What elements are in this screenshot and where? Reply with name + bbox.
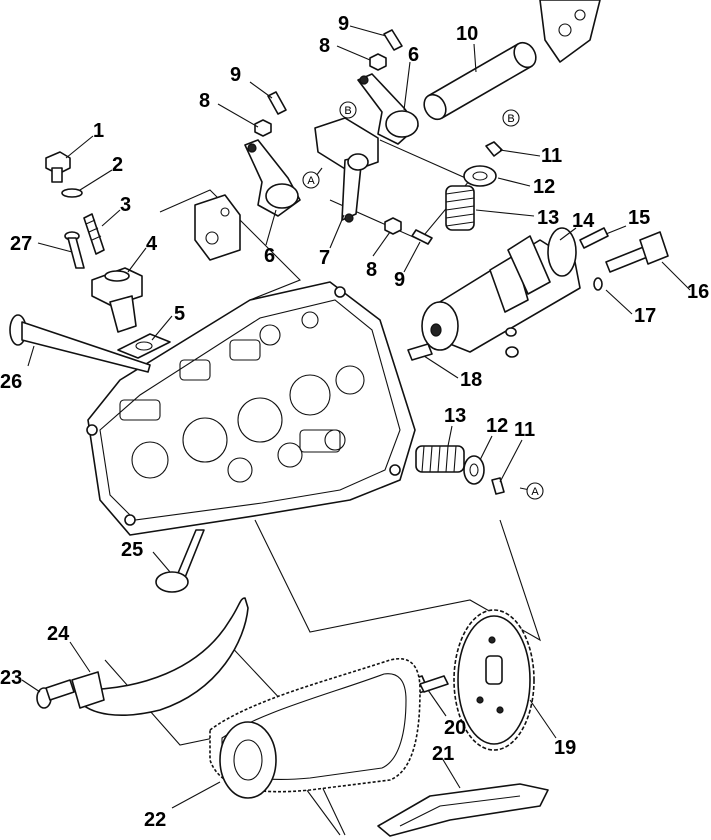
rocker-arm-7 bbox=[314, 117, 379, 223]
callout-14: 14 bbox=[572, 210, 595, 232]
adjuster-screw-9-low bbox=[411, 229, 433, 245]
callout-9-top: 9 bbox=[338, 13, 349, 35]
locknut-8-top bbox=[369, 53, 387, 71]
callout-21: 21 bbox=[432, 743, 454, 765]
marker-A-2: A bbox=[526, 482, 544, 500]
callout-12-lower: 12 bbox=[486, 415, 508, 437]
pin-15 bbox=[579, 227, 609, 249]
callout-7: 7 bbox=[319, 247, 330, 269]
callout-5: 5 bbox=[174, 303, 185, 325]
leader-lines bbox=[21, 25, 691, 809]
valve-26 bbox=[9, 314, 151, 373]
svg-text:B: B bbox=[507, 113, 514, 125]
callout-3: 3 bbox=[120, 194, 131, 216]
marker-A-1: A bbox=[302, 171, 320, 189]
spring-13-upper bbox=[445, 185, 475, 231]
callout-17: 17 bbox=[634, 305, 656, 327]
camshaft-14 bbox=[421, 227, 581, 358]
rocker-arm-6-left bbox=[244, 139, 301, 217]
keeper-11-upper bbox=[485, 141, 503, 157]
callout-labels: 1 2 3 27 4 5 26 25 6 6 7 8 9 8 9 9 8 10 … bbox=[0, 13, 709, 831]
keeper-11-lower bbox=[491, 477, 505, 495]
callout-18: 18 bbox=[460, 369, 482, 391]
svg-text:B: B bbox=[344, 105, 351, 117]
callout-26: 26 bbox=[0, 371, 22, 393]
chain-guide-24 bbox=[71, 597, 249, 716]
chain-guide-21 bbox=[377, 783, 549, 837]
marker-B-1: B bbox=[339, 101, 357, 119]
stud-3 bbox=[83, 213, 105, 255]
washer-17 bbox=[593, 277, 603, 291]
crank-sprocket bbox=[219, 721, 277, 799]
bolt-23 bbox=[36, 679, 75, 709]
callout-12-upper: 12 bbox=[533, 176, 555, 198]
adjuster-screw-9-mid bbox=[267, 91, 287, 115]
callout-22: 22 bbox=[144, 809, 166, 831]
callout-16: 16 bbox=[687, 281, 709, 303]
callout-20: 20 bbox=[444, 717, 466, 739]
retainer-12-upper bbox=[463, 165, 497, 187]
svg-text:A: A bbox=[307, 175, 315, 187]
cam-bracket bbox=[194, 194, 241, 261]
callout-25: 25 bbox=[121, 539, 143, 561]
callout-8-low: 8 bbox=[366, 259, 377, 281]
callout-2: 2 bbox=[112, 154, 123, 176]
callout-11-upper: 11 bbox=[541, 145, 562, 167]
rocker-arm-6-right bbox=[357, 73, 419, 145]
cylinder-head bbox=[86, 281, 416, 536]
callout-27: 27 bbox=[10, 233, 32, 255]
washer-2 bbox=[61, 188, 83, 198]
locknut-8-low bbox=[384, 217, 402, 235]
callout-1: 1 bbox=[93, 120, 104, 142]
spring-13-lower bbox=[415, 445, 465, 473]
retainer-12-lower bbox=[463, 455, 485, 485]
bolt-16 bbox=[605, 231, 669, 273]
locknut-8-mid bbox=[254, 119, 272, 137]
callout-15: 15 bbox=[628, 207, 650, 229]
svg-text:A: A bbox=[531, 486, 539, 498]
callout-8-mid: 8 bbox=[199, 90, 210, 112]
cam-sprocket-19 bbox=[453, 609, 535, 751]
bolt-1 bbox=[45, 151, 71, 183]
head-cover-fragment bbox=[539, 0, 601, 63]
callout-13-lower: 13 bbox=[444, 405, 466, 427]
callout-13-upper: 13 bbox=[537, 207, 559, 229]
bolt-27 bbox=[64, 231, 85, 269]
callout-9-mid: 9 bbox=[230, 64, 241, 86]
callout-6-right: 6 bbox=[408, 44, 419, 66]
valve-25 bbox=[155, 529, 205, 593]
tensioner-4 bbox=[91, 267, 143, 333]
callout-23: 23 bbox=[0, 667, 22, 689]
callout-9-low: 9 bbox=[394, 269, 405, 291]
callout-11-lower: 11 bbox=[514, 419, 535, 441]
rocker-shaft-10 bbox=[423, 41, 537, 121]
dowel-18 bbox=[407, 343, 433, 361]
callout-6-left: 6 bbox=[264, 245, 275, 267]
adjuster-screw-9-top bbox=[383, 29, 403, 51]
callout-19: 19 bbox=[554, 737, 576, 759]
callout-10: 10 bbox=[456, 23, 478, 45]
callout-8-top: 8 bbox=[319, 35, 330, 57]
callout-4: 4 bbox=[146, 233, 158, 255]
callout-24: 24 bbox=[47, 623, 70, 645]
marker-B-2: B bbox=[502, 109, 520, 127]
gasket-5 bbox=[117, 333, 171, 359]
